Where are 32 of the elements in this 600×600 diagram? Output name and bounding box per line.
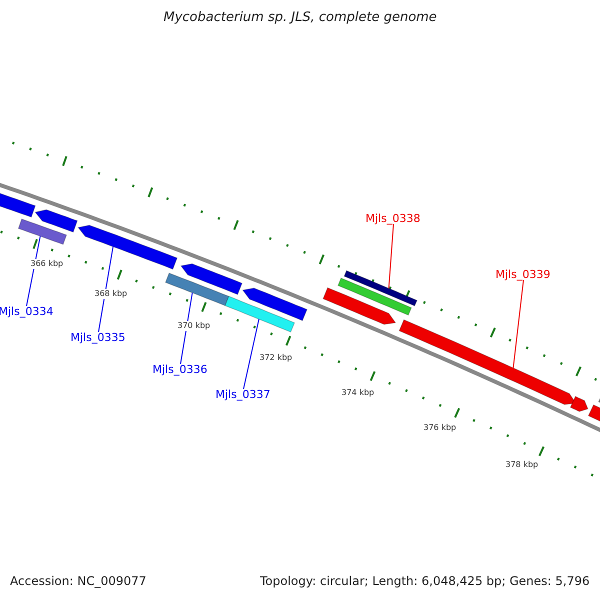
scale-label: 374 kbp [340, 388, 376, 398]
scale-label: 368 kbp [94, 289, 128, 299]
scale-label: 372 kbp [258, 353, 294, 363]
gene-label: Mjls_0339 [496, 268, 550, 280]
gene-feature [34, 209, 78, 233]
scale-label: 376 kbp [422, 423, 458, 433]
leader-line [388, 224, 394, 289]
leader-line [98, 246, 114, 332]
leader-line [512, 280, 524, 368]
gene-feature [180, 263, 243, 296]
gene-feature [164, 272, 230, 306]
leader-line [26, 236, 41, 306]
gene-feature [344, 270, 418, 306]
gene-feature [18, 218, 68, 245]
gene-label: Mjls_0338 [366, 212, 420, 224]
gene-label: Mjls_0335 [70, 332, 126, 342]
footer-text: Topology: circular; Length: 6,048,425 bp; Genes: 5,796 [260, 575, 590, 587]
leader-line [243, 318, 260, 390]
gene-feature [570, 396, 588, 412]
scale-label: 378 kbp [504, 460, 540, 470]
scale-label: 366 kbp [30, 259, 64, 269]
gene-feature [322, 287, 396, 325]
title: Mycobacterium sp. JLS, complete genome [164, 11, 437, 24]
scale-label: 370 kbp [176, 321, 212, 331]
gene-feature [337, 278, 412, 316]
gene-label: Mjls_0336 [152, 364, 208, 374]
gene-feature [224, 296, 296, 333]
leader-line [180, 292, 193, 364]
gene-feature [242, 288, 308, 322]
footer-text: Accession: NC_009077 [10, 575, 146, 587]
gene-feature [77, 224, 178, 270]
gene-label: Mjls_0337 [216, 388, 270, 400]
